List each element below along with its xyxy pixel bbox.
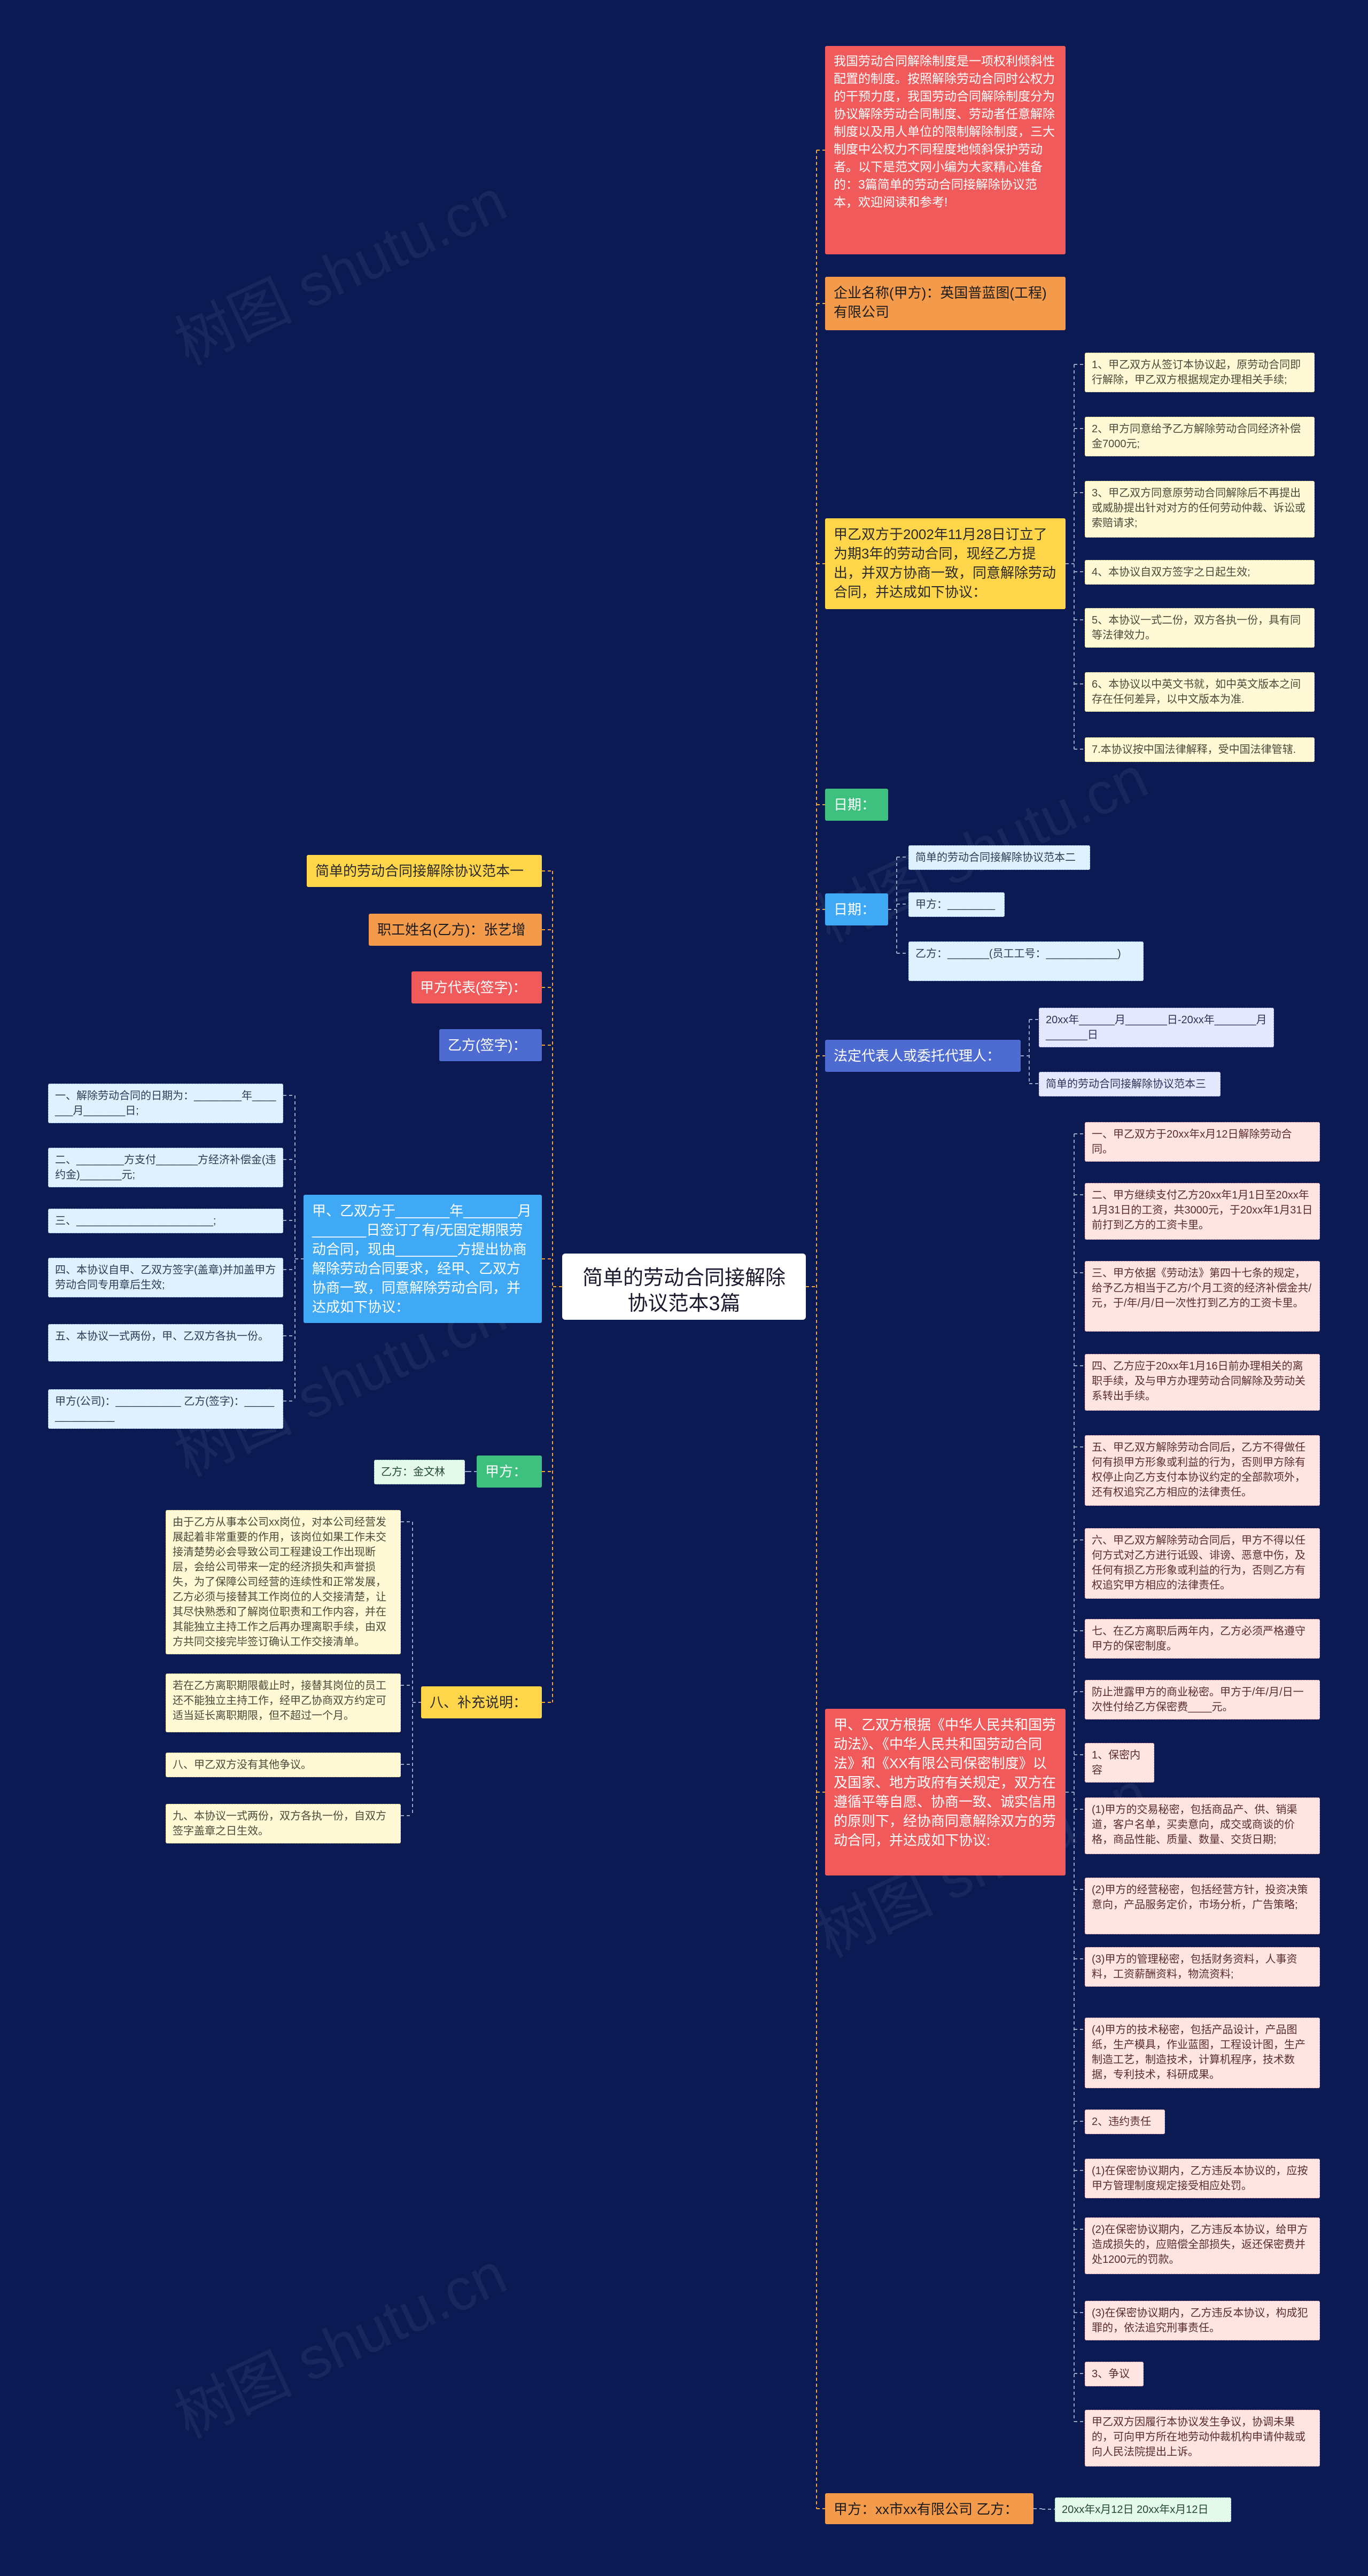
branch-intro[interactable]: 我国劳动合同解除制度是一项权利倾斜性配置的制度。按照解除劳动合同时公权力的干预力… <box>825 46 1066 254</box>
leaf-left-agreement-items-5[interactable]: 甲方(公司)：___________ 乙方(签字)：______________… <box>48 1389 283 1429</box>
leaf-right-agreement3-items-15[interactable]: (2)在保密协议期内，乙方违反本协议，给甲方造成损失的，应赔偿全部损失，返还保密… <box>1085 2217 1320 2274</box>
leaf-left-supplement-items-3[interactable]: 九、本协议一式两份，双方各执一份，自双方签字盖章之日生效。 <box>166 1804 401 1843</box>
leaf-right-date2-items-2[interactable]: 乙方：_______(员工工号：____________) <box>908 941 1144 981</box>
leaf-left-supplement-items-0[interactable]: 由于乙方从事本公司xx岗位，对本公司经营发展起着非常重要的作用，该岗位如果工作未… <box>166 1510 401 1654</box>
leaf-right-agreement3-items-10[interactable]: (2)甲方的经营秘密，包括经营方针，投资决策意向，产品服务定价，市场分析，广告策… <box>1085 1878 1320 1934</box>
branch-party-b-signature[interactable]: 乙方(签字)： <box>439 1029 542 1061</box>
branch-date-1[interactable]: 日期： <box>825 789 888 821</box>
leaf-right-agreement1-items-4[interactable]: 5、本协议一式二份，双方各执一份，具有同等法律效力。 <box>1085 608 1315 648</box>
branch-agreement-left[interactable]: 甲、乙双方于_______年_______月_______日签订了有/无固定期限… <box>304 1195 542 1323</box>
leaf-right-agreement3-items-18[interactable]: 甲乙双方因履行本协议发生争议，协调未果的，可向甲方所在地劳动仲裁机构申请仲裁或向… <box>1085 2410 1320 2466</box>
leaf-right-agreement3-items-2[interactable]: 三、甲方依据《劳动法》第四十七条的规定，给予乙方相当于乙方/个月工资的经济补偿金… <box>1085 1261 1320 1332</box>
leaf-right-agreement3-items-14[interactable]: (1)在保密协议期内，乙方违反本协议的，应按甲方管理制度规定接受相应处罚。 <box>1085 2159 1320 2198</box>
leaf-left-agreement-items-2[interactable]: 三、_______________________; <box>48 1209 283 1233</box>
leaf-left-agreement-items-4[interactable]: 五、本协议一式两份，甲、乙双方各执一份。 <box>48 1324 283 1361</box>
leaf-right-agreement3-items-7[interactable]: 防止泄露甲方的商业秘密。甲方于/年/月/日一次性付给乙方保密费____元。 <box>1085 1680 1320 1719</box>
branch-template-1-title[interactable]: 简单的劳动合同接解除协议范本一 <box>307 855 542 887</box>
leaf-right-legal-items-1[interactable]: 简单的劳动合同接解除协议范本三 <box>1039 1072 1221 1096</box>
leaf-right-agreement3-items-16[interactable]: (3)在保密协议期内，乙方违反本协议，构成犯罪的，依法追究刑事责任。 <box>1085 2301 1320 2340</box>
branch-party-a[interactable]: 甲方： <box>477 1456 542 1488</box>
branch-rep-signature[interactable]: 甲方代表(签字)： <box>411 971 542 1003</box>
leaf-left-partyA-items-0[interactable]: 乙方：金文林 <box>374 1460 465 1484</box>
leaf-left-supplement-items-1[interactable]: 若在乙方离职期限截止时，接替其岗位的员工还不能独立主持工作，经甲乙协商双方约定可… <box>166 1674 401 1732</box>
branch-legal-rep[interactable]: 法定代表人或委托代理人： <box>825 1040 1021 1072</box>
leaf-right-agreement3-items-17[interactable]: 3、争议 <box>1085 2362 1144 2386</box>
leaf-right-agreement3-items-6[interactable]: 七、在乙方离职后两年内，乙方必须严格遵守甲方的保密制度。 <box>1085 1619 1320 1659</box>
branch-company[interactable]: 企业名称(甲方)：英国普蓝图(工程)有限公司 <box>825 277 1066 330</box>
leaf-right-agreement1-items-3[interactable]: 4、本协议自双方签字之日起生效; <box>1085 560 1315 585</box>
leaf-right-agreement3-items-1[interactable]: 二、甲方继续支付乙方20xx年1月1日至20xx年1月31日的工资，共3000元… <box>1085 1183 1320 1240</box>
branch-agreement-1[interactable]: 甲乙双方于2002年11月28日订立了为期3年的劳动合同，现经乙方提出，并双方协… <box>825 518 1066 609</box>
leaf-right-agreement3-items-9[interactable]: (1)甲方的交易秘密，包括商品产、供、销渠道，客户名单，买卖意向，成交或商谈的价… <box>1085 1797 1320 1854</box>
leaf-right-agreement3-items-4[interactable]: 五、甲乙双方解除劳动合同后，乙方不得做任何有损甲方形象或利益的行为，否则甲方除有… <box>1085 1435 1320 1506</box>
leaf-right-agreement1-items-1[interactable]: 2、甲方同意给予乙方解除劳动合同经济补偿金7000元; <box>1085 417 1315 456</box>
leaf-right-agreement3-items-12[interactable]: (4)甲方的技术秘密，包括产品设计，产品图纸，生产模具，作业蓝图，工程设计图，生… <box>1085 2018 1320 2088</box>
leaf-right-agreement3-items-3[interactable]: 四、乙方应于20xx年1月16日前办理相关的离职手续，及与甲方办理劳动合同解除及… <box>1085 1354 1320 1411</box>
leaf-right-agreement3-items-0[interactable]: 一、甲乙双方于20xx年x月12日解除劳动合同。 <box>1085 1122 1320 1162</box>
branch-agreement-3[interactable]: 甲、乙双方根据《中华人民共和国劳动法》、《中华人民共和国劳动合同法》和《XX有限… <box>825 1709 1066 1875</box>
leaf-left-supplement-items-2[interactable]: 八、甲乙双方没有其他争议。 <box>166 1753 401 1777</box>
leaf-right-date2-items-0[interactable]: 简单的劳动合同接解除协议范本二 <box>908 845 1090 870</box>
leaf-right-agreement3-items-11[interactable]: (3)甲方的管理秘密，包括财务资料，人事资料，工资薪酬资料，物流资料; <box>1085 1947 1320 1987</box>
root-topic[interactable]: 简单的劳动合同接解除协议范本3篇 <box>562 1254 806 1320</box>
leaf-right-agreement3-items-13[interactable]: 2、违约责任 <box>1085 2110 1165 2134</box>
branch-supplement[interactable]: 八、补充说明： <box>421 1686 542 1718</box>
leaf-right-agreement1-items-5[interactable]: 6、本协议以中英文书就，如中英文版本之间存在任何差异，以中文版本为准. <box>1085 672 1315 712</box>
leaf-right-agreement1-items-2[interactable]: 3、甲乙双方同意原劳动合同解除后不再提出或威胁提出针对对方的任何劳动仲裁、诉讼或… <box>1085 481 1315 538</box>
leaf-right-sign-items-0[interactable]: 20xx年x月12日 20xx年x月12日 <box>1055 2497 1231 2522</box>
leaf-right-agreement1-items-0[interactable]: 1、甲乙双方从签订本协议起，原劳动合同即行解除，甲乙双方根据规定办理相关手续; <box>1085 353 1315 392</box>
leaf-right-agreement3-items-5[interactable]: 六、甲乙双方解除劳动合同后，甲方不得以任何方式对乙方进行诋毁、诽谤、恶意中伤，及… <box>1085 1528 1320 1599</box>
leaf-right-legal-items-0[interactable]: 20xx年______月_______日-20xx年_______月______… <box>1039 1008 1274 1047</box>
branch-signature[interactable]: 甲方：xx市xx有限公司 乙方： <box>825 2493 1033 2524</box>
leaf-right-agreement1-items-6[interactable]: 7.本协议按中国法律解释，受中国法律管辖. <box>1085 737 1315 762</box>
leaf-right-agreement3-items-8[interactable]: 1、保密内容 <box>1085 1743 1154 1783</box>
branch-employee-name[interactable]: 职工姓名(乙方)：张艺增 <box>369 914 542 946</box>
leaf-left-agreement-items-0[interactable]: 一、解除劳动合同的日期为：________年_______月_______日; <box>48 1084 283 1123</box>
leaf-left-agreement-items-3[interactable]: 四、本协议自甲、乙双方签字(盖章)并加盖甲方劳动合同专用章后生效; <box>48 1258 283 1297</box>
leaf-left-agreement-items-1[interactable]: 二、________方支付_______方经济补偿金(违约金)_______元; <box>48 1148 283 1187</box>
leaf-right-date2-items-1[interactable]: 甲方：________ <box>908 892 1005 917</box>
branch-date-2[interactable]: 日期： <box>825 893 888 925</box>
